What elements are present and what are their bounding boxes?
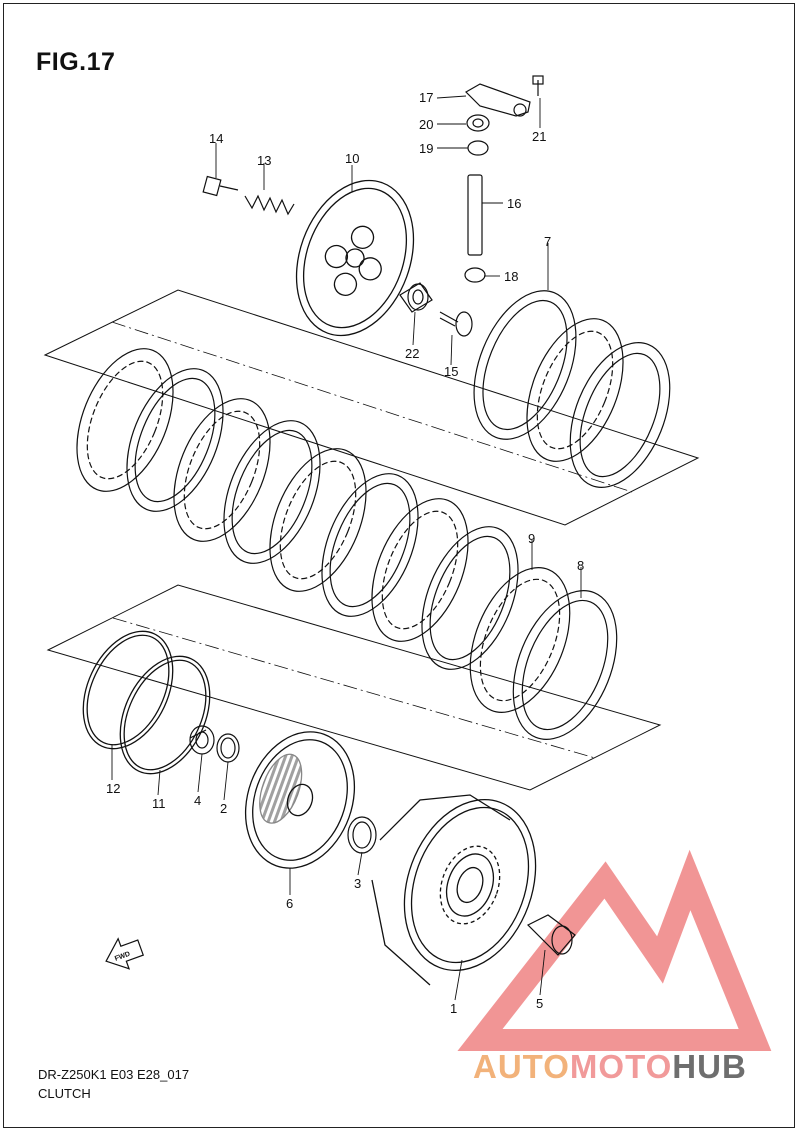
spacer-5 xyxy=(526,914,576,956)
callout-13: 13 xyxy=(257,153,271,168)
callout-7: 7 xyxy=(544,234,551,249)
watermark-part-auto: AUTO xyxy=(473,1048,570,1085)
release-arm xyxy=(465,75,544,117)
callout-6: 6 xyxy=(286,896,293,911)
callout-2: 2 xyxy=(220,801,227,816)
upper-plate-pack-outline xyxy=(43,289,700,526)
callout-1: 1 xyxy=(450,1001,457,1016)
circlips xyxy=(82,630,211,775)
callout-8: 8 xyxy=(577,558,584,573)
callout-20: 20 xyxy=(419,117,433,132)
model-code: DR-Z250K1 E03 E28_017 xyxy=(38,1067,190,1082)
fwd-arrow-icon: FWD xyxy=(105,937,145,970)
bush-and-washer xyxy=(189,725,240,763)
clutch-sleeve-hub xyxy=(244,731,356,869)
page-frame xyxy=(3,3,795,1128)
callout-11: 11 xyxy=(152,796,166,811)
watermark-logo-icon xyxy=(457,849,772,1051)
release-mechanism xyxy=(464,114,490,283)
watermark-text: AUTOMOTOHUB xyxy=(473,1048,747,1086)
callout-12: 12 xyxy=(106,781,120,796)
watermark-part-hub: HUB xyxy=(672,1048,747,1085)
bearing-22 xyxy=(399,282,433,313)
callout-5: 5 xyxy=(536,996,543,1011)
spring-and-bolt xyxy=(202,175,295,216)
lower-plate-pack-outline xyxy=(46,584,662,791)
callout-21: 21 xyxy=(532,129,546,144)
callout-10: 10 xyxy=(345,151,359,166)
callout-22: 22 xyxy=(405,346,419,361)
figure-title: FIG.17 xyxy=(36,48,116,76)
leader-lines xyxy=(111,95,582,1001)
callout-18: 18 xyxy=(504,269,518,284)
figure-name: CLUTCH xyxy=(38,1086,91,1101)
callout-3: 3 xyxy=(354,876,361,891)
bolt-15 xyxy=(439,311,473,337)
callout-15: 15 xyxy=(444,364,458,379)
callout-4: 4 xyxy=(194,793,201,808)
callout-14: 14 xyxy=(209,131,223,146)
upper-plate-stack xyxy=(76,290,671,670)
pressure-plate xyxy=(295,179,415,337)
washer-3 xyxy=(347,816,377,854)
callout-17: 17 xyxy=(419,90,433,105)
callout-9: 9 xyxy=(528,531,535,546)
lower-plate-stack xyxy=(469,567,618,740)
callout-19: 19 xyxy=(419,141,433,156)
callout-16: 16 xyxy=(507,196,521,211)
watermark-part-moto: MOTO xyxy=(569,1048,673,1085)
callout-numbers: 1 2 3 4 5 6 7 8 9 10 11 12 13 14 15 16 1… xyxy=(106,90,584,1016)
